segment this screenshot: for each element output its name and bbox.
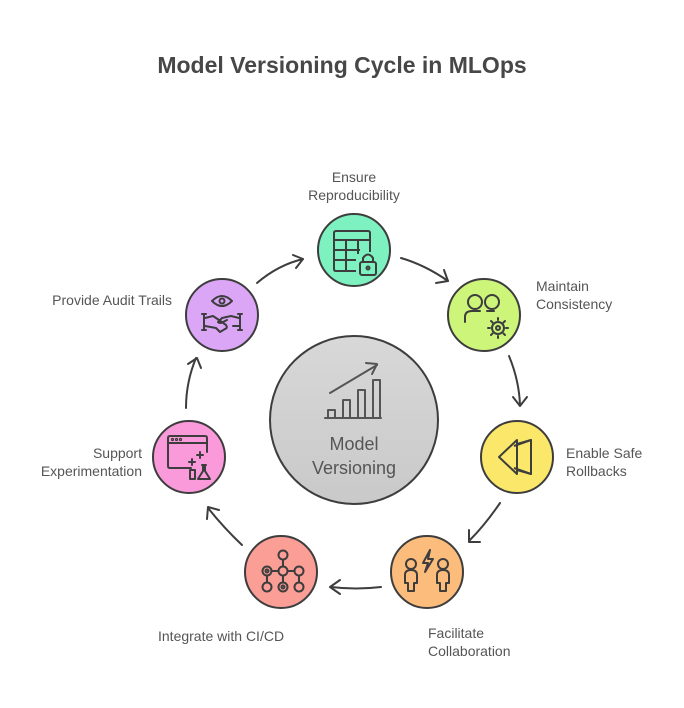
diagram-title: Model Versioning Cycle in MLOps: [157, 52, 527, 78]
step-node-audit[interactable]: [185, 278, 259, 352]
label-line: Facilitate: [428, 625, 485, 641]
arrow-experimentation-to-audit: [185, 357, 202, 409]
label-line: Rollbacks: [566, 463, 627, 479]
step-node-experimentation[interactable]: [152, 420, 226, 494]
arrow-collaboration-to-cicd: [329, 579, 382, 595]
users-gear-icon: [464, 294, 509, 339]
label-line: Support: [92, 445, 142, 461]
label-consistency: Maintain Consistency: [536, 277, 666, 313]
label-line: Consistency: [536, 296, 613, 312]
label-experimentation: Support Experimentation: [10, 444, 142, 480]
rewind-icon: [498, 439, 532, 475]
label-line: Enable Safe: [566, 445, 643, 461]
arrow-rollbacks-to-collaboration: [468, 502, 501, 543]
arrow-audit-to-reproducibility: [256, 254, 304, 284]
step-node-rollbacks[interactable]: [480, 420, 554, 494]
arrow-consistency-to-rollbacks: [508, 355, 528, 407]
people-lightning-icon: [404, 549, 450, 592]
hub-label-line1: Model: [329, 434, 379, 454]
hub-label: Model Versioning: [270, 432, 438, 480]
label-line: Experimentation: [40, 463, 142, 479]
label-audit: Provide Audit Trails: [10, 291, 172, 309]
label-collaboration: Facilitate Collaboration: [428, 624, 558, 660]
label-cicd: Integrate with CI/CD: [158, 627, 358, 645]
label-line: Ensure: [331, 169, 377, 185]
step-node-reproducibility[interactable]: [317, 213, 391, 287]
arrow-reproducibility-to-consistency: [400, 257, 449, 284]
label-line: Collaboration: [428, 643, 511, 659]
label-line: Provide Audit Trails: [52, 292, 172, 308]
hub-label-line2: Versioning: [311, 458, 397, 478]
eye-handshake-icon: [201, 295, 243, 333]
hub-node: [269, 335, 439, 505]
step-node-consistency[interactable]: [447, 278, 521, 352]
label-line: Integrate with CI/CD: [158, 628, 285, 644]
table-lock-icon: [333, 230, 377, 276]
label-line: Reproducibility: [308, 187, 400, 203]
browser-flask-icon: [167, 435, 211, 480]
step-node-cicd[interactable]: [244, 535, 318, 609]
label-rollbacks: Enable Safe Rollbacks: [566, 444, 676, 480]
growth-chart-icon: [324, 362, 382, 419]
pipeline-nodes-icon: [261, 549, 305, 593]
label-line: Maintain: [536, 278, 589, 294]
arrow-cicd-to-experimentation: [206, 506, 243, 546]
label-reproducibility: Ensure Reproducibility: [284, 168, 424, 204]
step-node-collaboration[interactable]: [390, 535, 464, 609]
